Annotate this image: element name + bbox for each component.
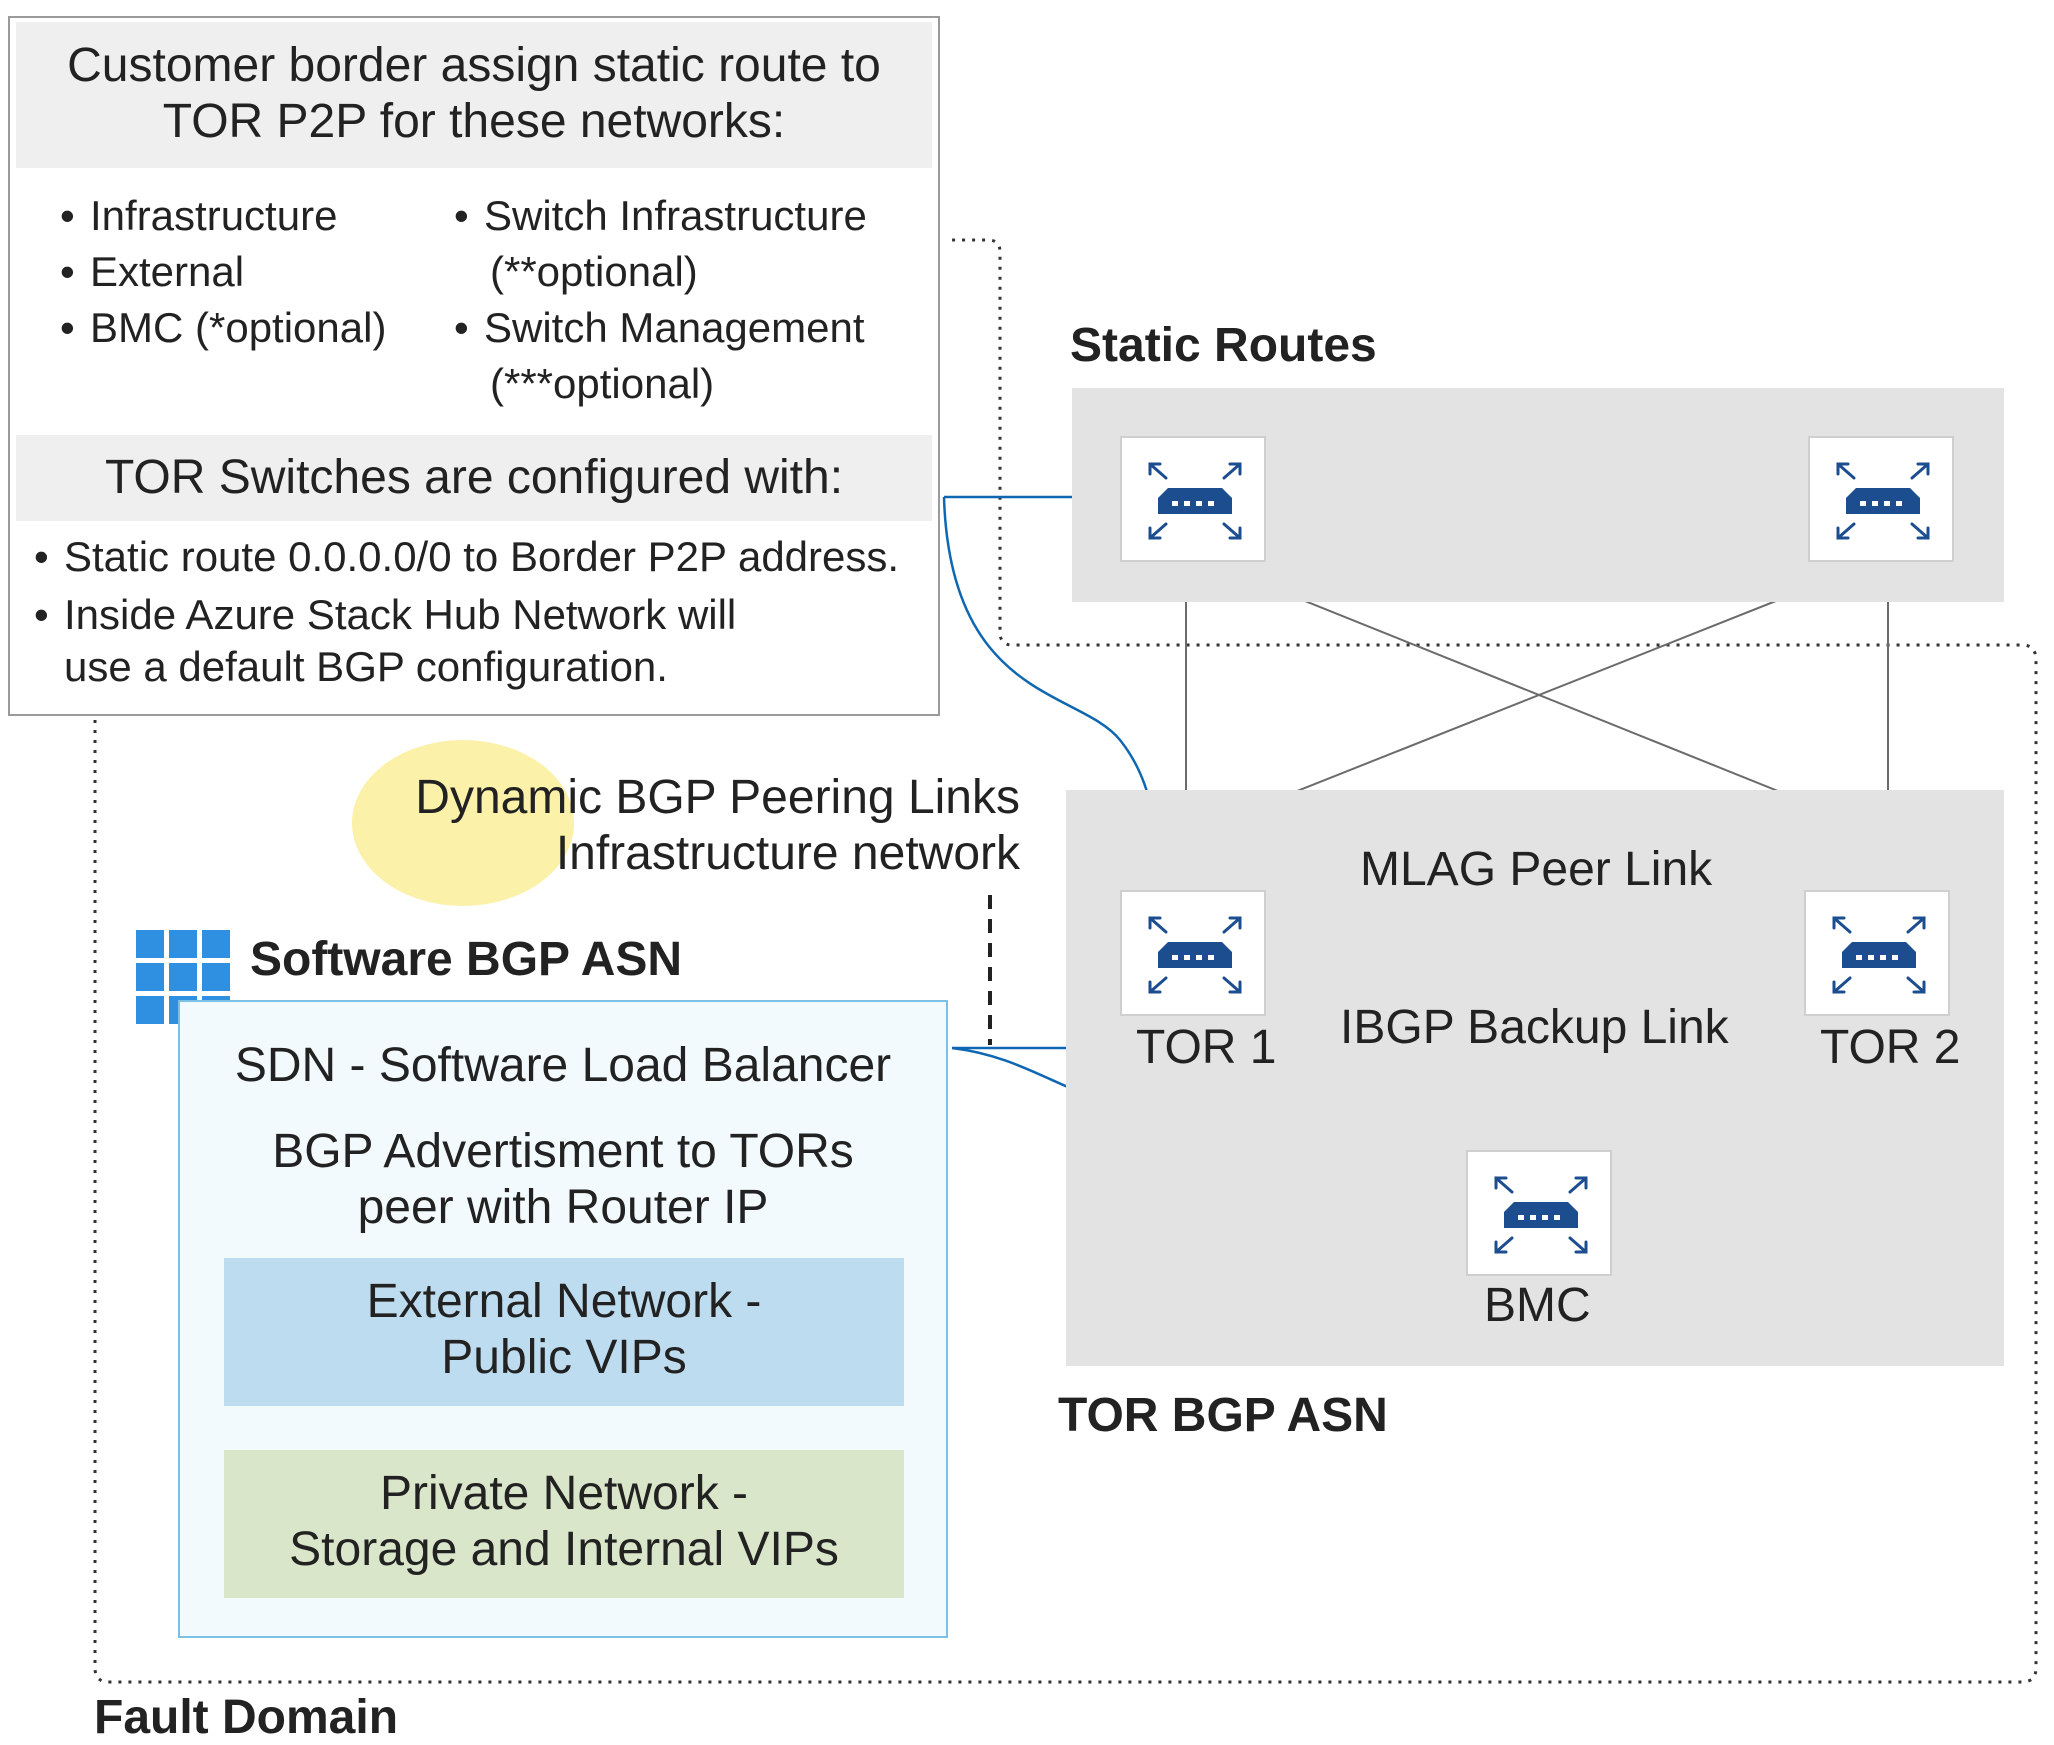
router-icon — [1832, 916, 1926, 994]
network-item: Switch Management — [454, 300, 867, 356]
router-icon — [1148, 916, 1242, 994]
external-network-box: External Network - Public VIPs — [224, 1258, 904, 1406]
config-item: Inside Azure Stack Hub Network will — [34, 586, 899, 644]
router-icon — [1494, 1176, 1588, 1254]
customer-border-header: Customer border assign static route to T… — [16, 22, 932, 168]
bmc-label: BMC — [1484, 1279, 1591, 1332]
tor-config-list: Static route 0.0.0.0/0 to Border P2P add… — [34, 528, 899, 696]
external-network-line-1: External Network - — [366, 1275, 762, 1328]
bgp-advert-line-1: BGP Advertisment to TORs — [272, 1125, 854, 1178]
external-network-line-2: Public VIPs — [441, 1331, 687, 1384]
tor-bgp-asn-title: TOR BGP ASN — [1058, 1389, 1388, 1442]
network-item: Switch Infrastructure — [454, 188, 867, 244]
networks-left-list: Infrastructure External BMC (*optional) — [60, 188, 386, 356]
network-note: (**optional) — [490, 248, 698, 295]
border-router-2 — [1808, 436, 1954, 562]
config-item-continued: use a default BGP configuration. — [64, 643, 668, 690]
network-note: (***optional) — [490, 360, 715, 407]
network-item: BMC (*optional) — [60, 300, 386, 356]
peering-note: Dynamic BGP Peering Links Infrastructure… — [406, 770, 1020, 882]
sdn-label: SDN - Software Load Balancer — [234, 1039, 892, 1092]
private-network-box: Private Network - Storage and Internal V… — [224, 1450, 904, 1598]
networks-right-list: Switch Infrastructure (**optional) Switc… — [454, 188, 867, 412]
mlag-peer-link-label: MLAG Peer Link — [1360, 843, 1713, 896]
border-router-1 — [1120, 436, 1266, 562]
tor1-switch — [1120, 890, 1266, 1016]
private-network-line-1: Private Network - — [379, 1467, 749, 1520]
network-item: Infrastructure — [60, 188, 386, 244]
fault-domain-title: Fault Domain — [94, 1691, 399, 1744]
tor2-switch — [1804, 890, 1950, 1016]
network-item: External — [60, 244, 386, 300]
ibgp-backup-link-label: IBGP Backup Link — [1340, 1001, 1729, 1054]
tor1-label: TOR 1 — [1136, 1021, 1277, 1074]
router-icon — [1148, 462, 1242, 540]
customer-border-box: Customer border assign static route to T… — [8, 16, 940, 716]
peering-note-line-2: Infrastructure network — [555, 827, 1020, 880]
tor-config-header: TOR Switches are configured with: — [16, 435, 932, 521]
software-bgp-asn-title: Software BGP ASN — [250, 933, 683, 986]
config-item: Static route 0.0.0.0/0 to Border P2P add… — [34, 528, 899, 586]
peering-note-line-1: Dynamic BGP Peering Links — [415, 771, 1020, 824]
bgp-advert-line-2: peer with Router IP — [357, 1181, 769, 1234]
tor2-label: TOR 2 — [1820, 1021, 1961, 1074]
bmc-switch — [1466, 1150, 1612, 1276]
static-routes-title: Static Routes — [1070, 319, 1377, 372]
sdn-box: SDN - Software Load Balancer BGP Adverti… — [178, 1000, 948, 1638]
router-icon — [1836, 462, 1930, 540]
highlight-ellipse — [352, 740, 574, 906]
private-network-line-2: Storage and Internal VIPs — [289, 1523, 839, 1576]
